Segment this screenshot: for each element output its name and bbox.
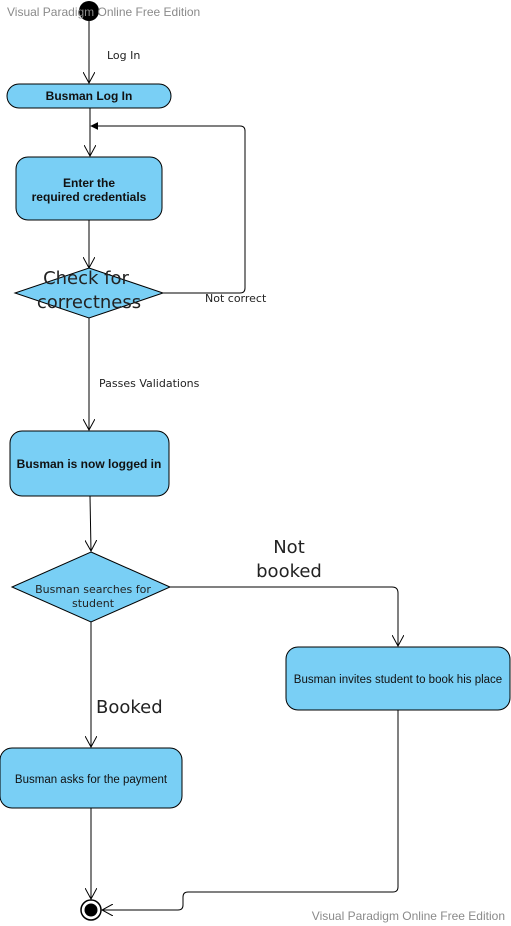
credentials-action-label-line1: Enter the	[63, 176, 115, 190]
check-correctness-label-line2: correctness	[37, 292, 141, 313]
check-correctness-label-line1: Check for	[43, 268, 129, 289]
check-correctness-decision	[13, 267, 165, 319]
final-node-core	[84, 903, 98, 917]
credentials-action	[15, 156, 163, 221]
flow-logged-in-to-search	[90, 495, 91, 551]
edge-label-not-correct: Not correct	[205, 292, 267, 305]
watermark-top: Visual Paradigm Online Free Edition	[7, 5, 200, 19]
watermark-bottom: Visual Paradigm Online Free Edition	[312, 909, 505, 923]
payment-action	[0, 747, 183, 809]
invite-student-action	[285, 646, 511, 711]
flow-search-to-invite	[170, 586, 398, 646]
initial-node	[79, 1, 99, 21]
edge-label-booked: Booked	[96, 697, 163, 718]
search-student-decision	[10, 551, 172, 623]
edge-label-not-booked-line1: Not	[273, 537, 305, 558]
edge-label-log-in: Log In	[107, 49, 140, 62]
credentials-action-label-line2: required credentials	[32, 190, 147, 204]
search-student-label-line1: Busman searches for	[35, 583, 151, 596]
search-student-label-line2: student	[72, 597, 115, 610]
edge-label-not-booked-line2: booked	[256, 561, 322, 582]
flow-invite-to-end	[102, 710, 399, 910]
flow-not-correct-loop	[90, 122, 246, 294]
logged-in-action-label: Busman is now logged in	[17, 457, 162, 471]
logged-in-action	[9, 430, 170, 497]
edge-label-passes-validations: Passes Validations	[99, 377, 200, 390]
invite-student-action-label: Busman invites student to book his place	[294, 674, 502, 686]
payment-action-label: Busman asks for the payment	[15, 774, 168, 786]
login-action	[6, 83, 172, 109]
login-action-label: Busman Log In	[46, 89, 133, 103]
